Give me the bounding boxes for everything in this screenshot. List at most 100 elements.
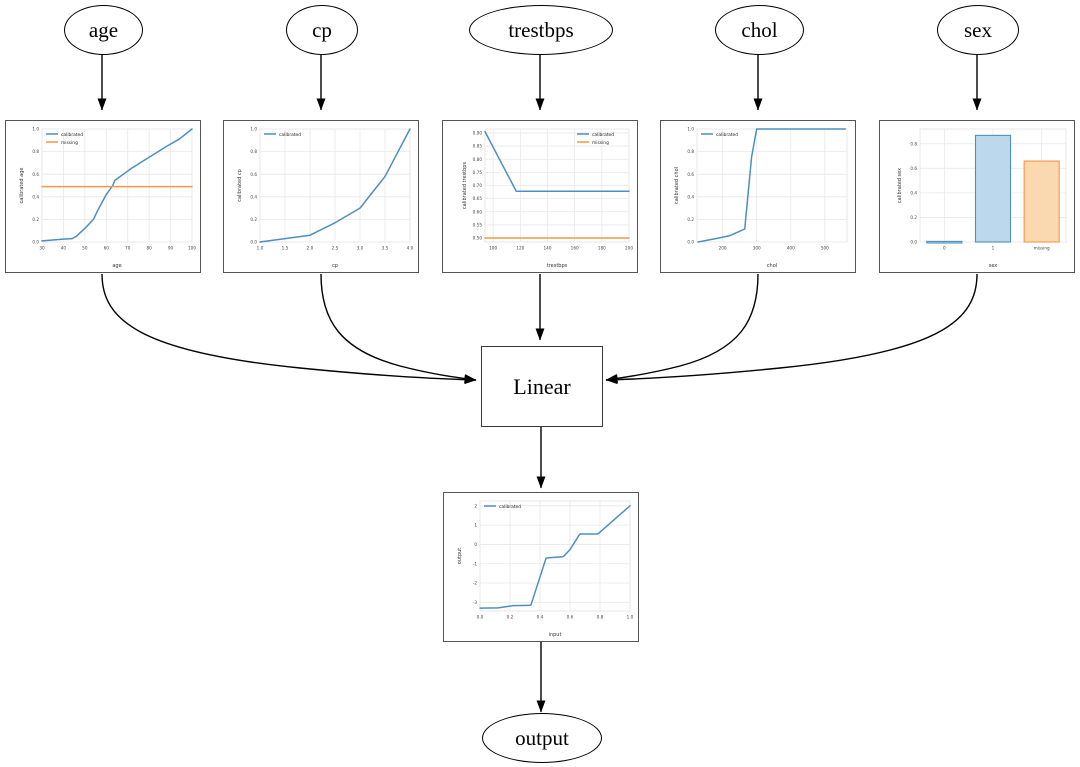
edge-cp-chart-to-linear bbox=[320, 273, 477, 384]
svg-text:0.0: 0.0 bbox=[250, 240, 257, 245]
svg-text:calibrated cp: calibrated cp bbox=[237, 169, 243, 202]
svg-text:missing: missing bbox=[592, 140, 609, 146]
svg-text:0.75: 0.75 bbox=[473, 170, 483, 175]
svg-text:140: 140 bbox=[543, 246, 551, 251]
svg-text:100: 100 bbox=[489, 246, 497, 251]
svg-text:2.5: 2.5 bbox=[332, 246, 339, 251]
svg-text:40: 40 bbox=[61, 246, 67, 251]
svg-text:0.0: 0.0 bbox=[32, 240, 39, 245]
svg-text:missing: missing bbox=[1034, 246, 1050, 251]
node-linear-label: Linear bbox=[513, 373, 571, 399]
svg-text:sex: sex bbox=[989, 263, 998, 269]
node-trestbps-label: trestbps bbox=[508, 17, 574, 42]
svg-text:0.4: 0.4 bbox=[687, 194, 694, 199]
node-output-label: output bbox=[515, 725, 569, 750]
svg-text:0.4: 0.4 bbox=[32, 194, 39, 199]
node-chol-label: chol bbox=[741, 17, 778, 42]
svg-text:0.6: 0.6 bbox=[687, 172, 694, 177]
svg-text:0.85: 0.85 bbox=[473, 144, 483, 149]
node-cp[interactable]: cp bbox=[286, 5, 358, 55]
svg-text:400: 400 bbox=[787, 246, 795, 251]
svg-text:1.0: 1.0 bbox=[250, 127, 257, 132]
svg-text:1: 1 bbox=[474, 523, 477, 528]
svg-text:100: 100 bbox=[188, 246, 196, 251]
svg-text:0.2: 0.2 bbox=[32, 217, 39, 222]
edge-sex-chart-to-linear bbox=[605, 273, 978, 385]
svg-text:200: 200 bbox=[719, 246, 727, 251]
svg-text:0.8: 0.8 bbox=[910, 141, 917, 146]
svg-text:160: 160 bbox=[571, 246, 579, 251]
svg-text:0.6: 0.6 bbox=[250, 172, 257, 177]
svg-text:2.0: 2.0 bbox=[307, 246, 314, 251]
svg-text:30: 30 bbox=[39, 246, 45, 251]
svg-text:0.50: 0.50 bbox=[473, 236, 483, 241]
svg-text:0.6: 0.6 bbox=[910, 166, 917, 171]
svg-text:calibrated chol: calibrated chol bbox=[674, 167, 680, 204]
node-output[interactable]: output bbox=[482, 713, 602, 763]
svg-text:0.0: 0.0 bbox=[910, 240, 917, 245]
node-trestbps[interactable]: trestbps bbox=[469, 5, 613, 55]
svg-text:0.2: 0.2 bbox=[910, 215, 917, 220]
node-sex-label: sex bbox=[964, 17, 992, 42]
svg-text:0.65: 0.65 bbox=[473, 196, 483, 201]
svg-text:70: 70 bbox=[125, 246, 131, 251]
svg-text:cp: cp bbox=[332, 263, 338, 269]
svg-text:200: 200 bbox=[625, 246, 633, 251]
svg-text:0.6: 0.6 bbox=[32, 172, 39, 177]
svg-text:0.0: 0.0 bbox=[477, 615, 484, 620]
svg-text:0.2: 0.2 bbox=[507, 615, 514, 620]
svg-text:calibrated trestbps: calibrated trestbps bbox=[462, 162, 468, 210]
edge-chol-chart-to-linear bbox=[605, 273, 759, 383]
node-chol[interactable]: chol bbox=[715, 5, 804, 55]
svg-text:calibrated: calibrated bbox=[499, 504, 521, 510]
svg-text:3.5: 3.5 bbox=[382, 246, 389, 251]
svg-text:-2: -2 bbox=[473, 581, 478, 586]
svg-text:0: 0 bbox=[474, 542, 477, 547]
svg-text:input: input bbox=[549, 632, 562, 638]
svg-text:50: 50 bbox=[82, 246, 88, 251]
svg-text:calibrated: calibrated bbox=[592, 132, 614, 138]
edge-age-chart-to-linear bbox=[101, 273, 477, 385]
svg-text:2: 2 bbox=[474, 503, 477, 508]
svg-text:0.8: 0.8 bbox=[597, 615, 604, 620]
svg-text:0.2: 0.2 bbox=[687, 217, 694, 222]
svg-text:calibrated: calibrated bbox=[279, 132, 301, 138]
svg-text:1.5: 1.5 bbox=[282, 246, 289, 251]
node-cp-label: cp bbox=[312, 17, 332, 42]
svg-text:500: 500 bbox=[821, 246, 829, 251]
svg-text:calibrated age: calibrated age bbox=[19, 168, 25, 204]
svg-text:180: 180 bbox=[598, 246, 606, 251]
svg-text:90: 90 bbox=[168, 246, 174, 251]
svg-text:80: 80 bbox=[146, 246, 152, 251]
svg-text:0.4: 0.4 bbox=[537, 615, 544, 620]
svg-text:output: output bbox=[457, 548, 463, 565]
svg-text:1.0: 1.0 bbox=[627, 615, 634, 620]
svg-text:300: 300 bbox=[753, 246, 761, 251]
svg-text:0.8: 0.8 bbox=[32, 149, 39, 154]
svg-text:1.0: 1.0 bbox=[32, 127, 39, 132]
svg-text:120: 120 bbox=[516, 246, 524, 251]
svg-text:0.80: 0.80 bbox=[473, 157, 483, 162]
svg-text:1: 1 bbox=[992, 246, 995, 251]
svg-text:0.4: 0.4 bbox=[250, 194, 257, 199]
svg-text:1.0: 1.0 bbox=[257, 246, 264, 251]
svg-text:0.55: 0.55 bbox=[473, 223, 483, 228]
svg-text:trestbps: trestbps bbox=[547, 263, 568, 269]
svg-text:calibrated sex: calibrated sex bbox=[897, 168, 903, 203]
node-sex[interactable]: sex bbox=[937, 5, 1019, 55]
svg-text:calibrated: calibrated bbox=[61, 132, 83, 138]
svg-text:calibrated: calibrated bbox=[716, 132, 738, 138]
svg-text:0.90: 0.90 bbox=[473, 131, 483, 136]
node-linear[interactable]: Linear bbox=[481, 346, 603, 427]
svg-text:0.8: 0.8 bbox=[687, 149, 694, 154]
svg-text:60: 60 bbox=[104, 246, 110, 251]
node-age[interactable]: age bbox=[64, 5, 143, 55]
svg-text:4.0: 4.0 bbox=[407, 246, 414, 251]
svg-text:0.0: 0.0 bbox=[687, 240, 694, 245]
svg-text:1.0: 1.0 bbox=[687, 127, 694, 132]
svg-text:0.6: 0.6 bbox=[567, 615, 574, 620]
